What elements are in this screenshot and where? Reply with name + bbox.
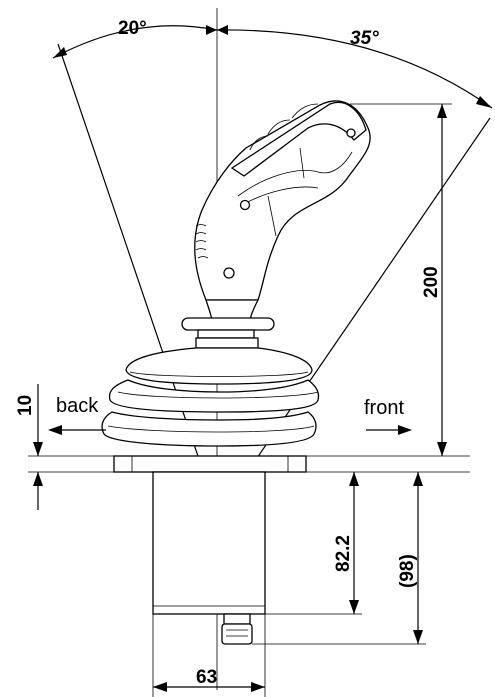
height-dimension-200	[350, 103, 452, 456]
total-98-label: (98)	[397, 554, 418, 588]
body-dimension-82-2	[265, 472, 362, 615]
flange-dimension-10	[33, 384, 43, 510]
front-angle-label: 35°	[350, 28, 379, 49]
angle-arcs	[52, 25, 493, 109]
front-label: front	[364, 397, 404, 419]
flange-10-label: 10	[15, 395, 36, 416]
total-dimension-98	[252, 472, 426, 645]
back-angle-label: 20°	[118, 18, 147, 39]
height-200-label: 200	[421, 266, 442, 298]
joystick-body	[152, 471, 266, 645]
width-63-label: 63	[196, 667, 217, 688]
reference-lines	[28, 455, 470, 473]
rubber-bellows	[101, 347, 320, 447]
back-arrow	[48, 425, 106, 435]
joystick-handle	[181, 100, 371, 349]
swing-angle-lines	[57, 8, 491, 690]
mounting-flange	[113, 455, 307, 473]
front-arrow	[366, 425, 412, 435]
back-label: back	[56, 395, 99, 417]
width-dimension-63	[152, 614, 266, 697]
body-82-2-label: 82.2	[333, 535, 354, 572]
